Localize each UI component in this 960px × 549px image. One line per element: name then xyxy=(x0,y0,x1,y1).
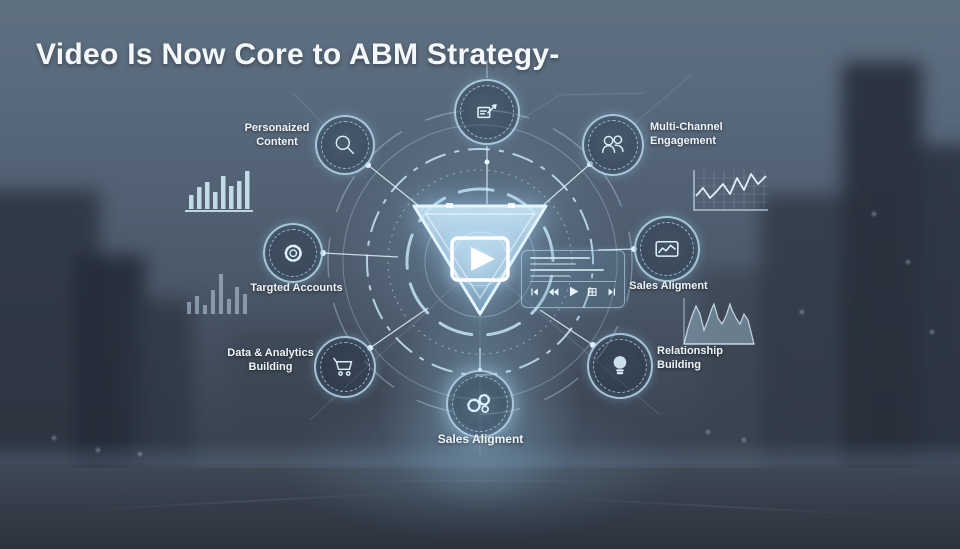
gear-icon xyxy=(284,244,302,262)
road xyxy=(0,468,960,549)
node-video-report xyxy=(454,79,520,145)
page-title: Video Is Now Core to ABM Strategy- xyxy=(36,38,560,72)
skip-forward-icon xyxy=(608,288,615,295)
label-targeted-accounts: Targted Accounts xyxy=(250,282,343,294)
node-sales-alignment-bottom xyxy=(446,370,514,438)
bar-chart-decoration xyxy=(185,171,253,212)
play-icon xyxy=(471,247,495,271)
video-player-panel xyxy=(521,250,625,308)
users-icon xyxy=(602,135,624,154)
grid-icon xyxy=(588,287,597,296)
node-sales-alignment xyxy=(634,216,700,282)
play-button[interactable] xyxy=(450,231,510,287)
label-sales-alignment-bottom: Sales Aligment xyxy=(437,432,524,446)
line-chart-decoration xyxy=(693,170,768,211)
label-personalized-content: Personaized Content xyxy=(244,122,310,149)
node-multi-channel-engagement xyxy=(582,114,644,176)
label-multi-channel-engagement: Multi-Channel Engagement xyxy=(650,121,723,148)
play-icon xyxy=(569,286,579,297)
gears-icon xyxy=(467,394,491,414)
skip-back-icon xyxy=(531,288,538,295)
bar-chart-faint-decoration xyxy=(187,274,247,314)
label-relationship-building: Relationship Building xyxy=(657,345,724,372)
label-sales-alignment-right: Sales Aligment xyxy=(629,280,708,292)
node-personalized-content xyxy=(315,115,375,175)
node-data-analytics xyxy=(314,336,376,398)
lightbulb-icon xyxy=(613,356,627,375)
node-targeted-accounts xyxy=(263,223,323,283)
chart-document-icon xyxy=(477,104,497,119)
area-chart-decoration xyxy=(683,298,755,345)
chart-card-icon xyxy=(655,241,679,257)
label-data-analytics-building: Data & Analytics Building xyxy=(227,347,314,374)
node-relationship-building xyxy=(587,333,653,399)
rewind-icon xyxy=(549,287,559,296)
cart-icon xyxy=(333,357,353,377)
